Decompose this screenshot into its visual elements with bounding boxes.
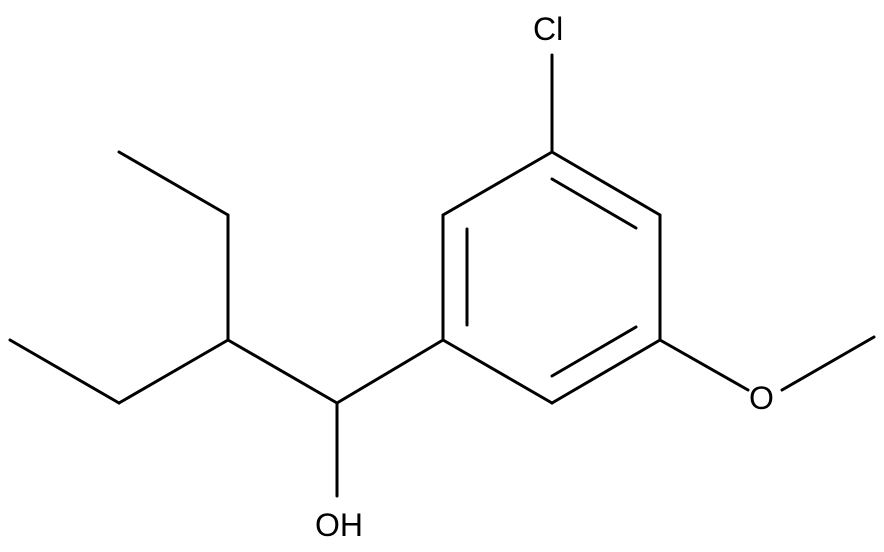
- bond-ethyl-left-terminal: [8, 338, 121, 405]
- ring-bond-6: [441, 338, 554, 405]
- bond-ethyl-left-ch2: [117, 338, 230, 405]
- hydroxyl-group-label: OH: [315, 507, 363, 543]
- ring-bond-3-inner: [550, 177, 638, 230]
- bond-ethyl-upper-terminal: [117, 150, 230, 217]
- bond-o-methyl: [780, 335, 876, 392]
- ring-bond-5: [550, 338, 662, 405]
- bond-ring-o: [658, 338, 750, 392]
- bond-ch-carbinol: [226, 338, 339, 405]
- ring-bond-3: [550, 150, 662, 217]
- methoxy-oxygen-atom-label: O: [749, 380, 774, 416]
- bond-carbinol-ring: [335, 338, 445, 405]
- chlorine-atom-label: Cl: [533, 11, 564, 47]
- ring-bond-2: [441, 150, 554, 217]
- ring-bond-5-inner: [550, 325, 638, 378]
